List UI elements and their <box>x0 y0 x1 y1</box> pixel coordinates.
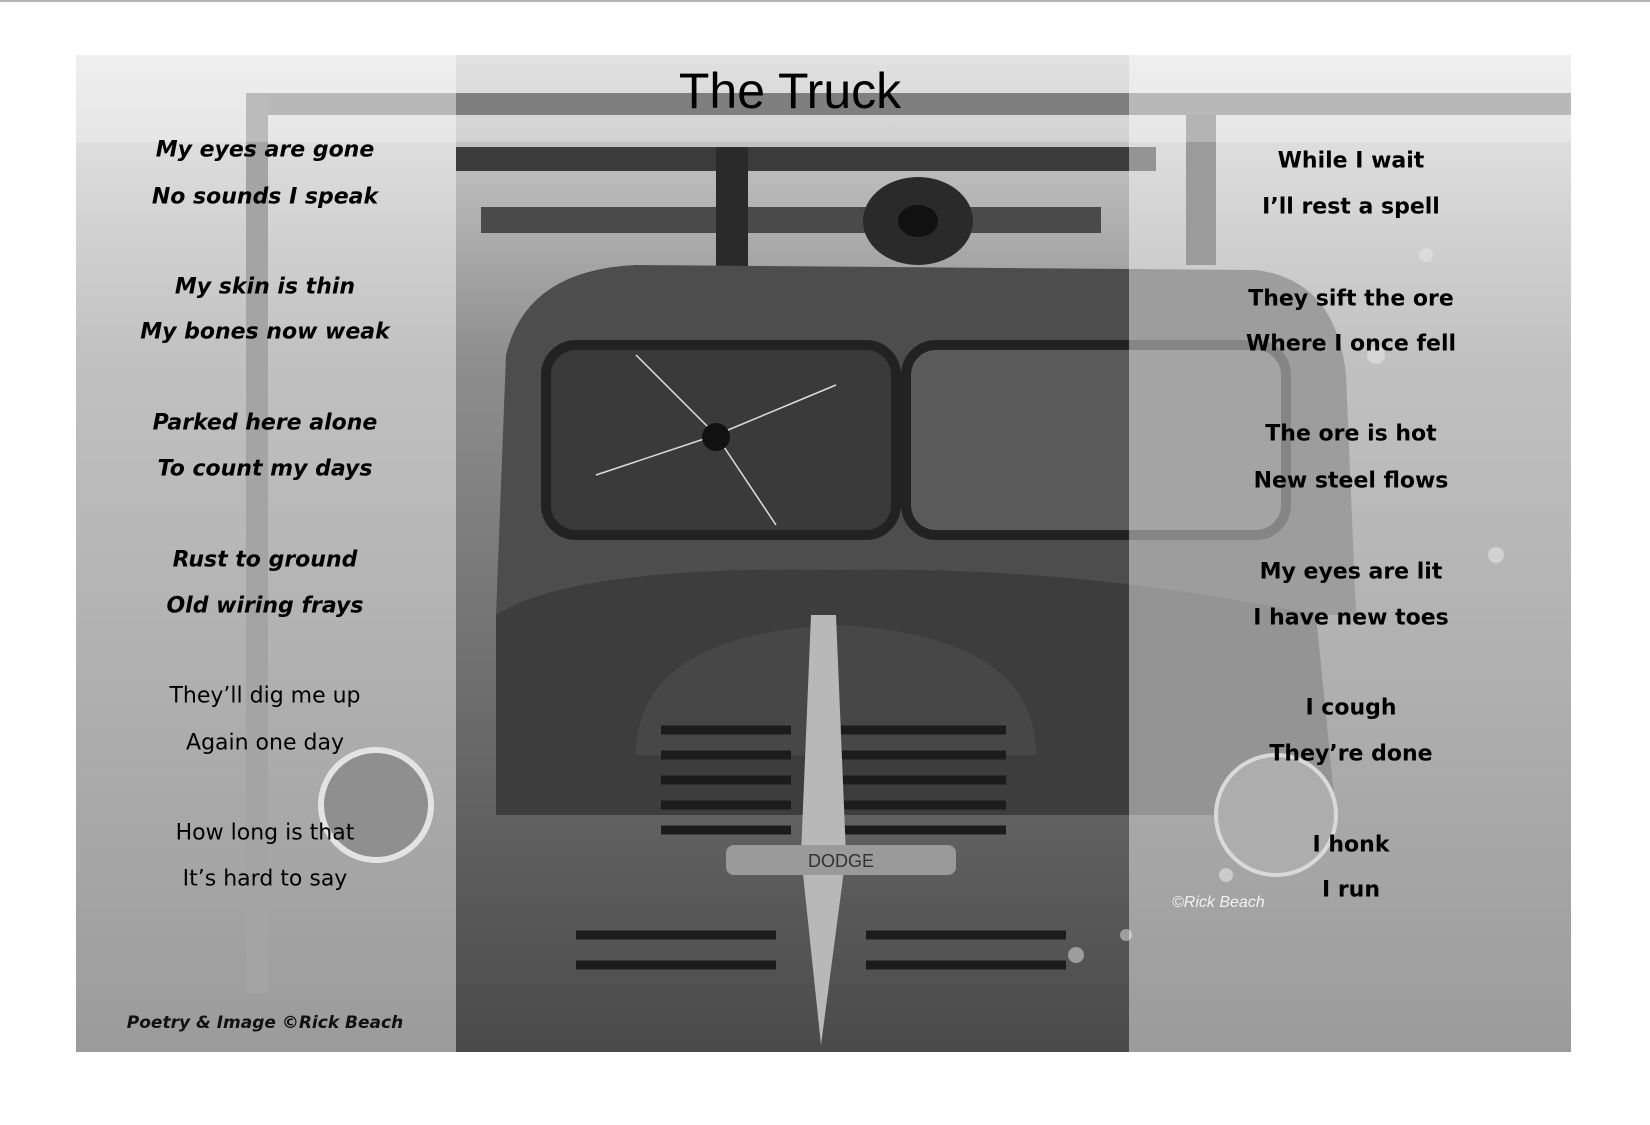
poem-line: Parked here alone <box>152 410 378 436</box>
sky-band <box>76 55 1571 142</box>
poem-line: My skin is thin <box>174 274 356 300</box>
poem-line: I have new toes <box>1253 605 1449 631</box>
poem-line: I cough <box>1305 695 1397 721</box>
left-light-panel <box>76 55 456 1052</box>
poem-title: The Truck <box>678 63 902 119</box>
poem-line: Rust to ground <box>172 547 358 573</box>
poem-line: I honk <box>1312 832 1390 858</box>
poem-line: How long is that <box>175 820 355 846</box>
poem-line: My eyes are gone <box>155 137 375 163</box>
poem-line: My eyes are lit <box>1259 559 1443 585</box>
poem-line: I’ll rest a spell <box>1262 194 1440 220</box>
truck-illustration: DODGE <box>76 55 1571 1052</box>
photo-watermark: ©Rick Beach <box>1172 894 1265 911</box>
poem-line: Where I once fell <box>1245 331 1457 357</box>
poem-line: New steel flows <box>1253 468 1449 494</box>
credit-line: Poetry & Image ©Rick Beach <box>126 1013 404 1033</box>
poem-line: It’s hard to say <box>182 866 348 892</box>
poem-line: My bones now weak <box>140 319 390 345</box>
poem-line: I run <box>1321 877 1381 903</box>
top-border <box>0 0 1650 2</box>
poem-line: While I wait <box>1277 148 1425 174</box>
truck-photo: DODGE <box>76 55 1571 1052</box>
poem-line: To count my days <box>157 456 373 482</box>
right-light-panel <box>1129 55 1571 1052</box>
poem-line: The ore is hot <box>1265 421 1437 447</box>
poem-line: Again one day <box>186 730 344 756</box>
poem-line: No sounds I speak <box>151 184 379 210</box>
dodge-badge: DODGE <box>808 851 874 871</box>
poem-line: Old wiring frays <box>166 593 364 619</box>
poem-line: They’ll dig me up <box>169 683 361 709</box>
poem-line: They’re done <box>1269 741 1433 767</box>
poem-line: They sift the ore <box>1248 286 1454 312</box>
